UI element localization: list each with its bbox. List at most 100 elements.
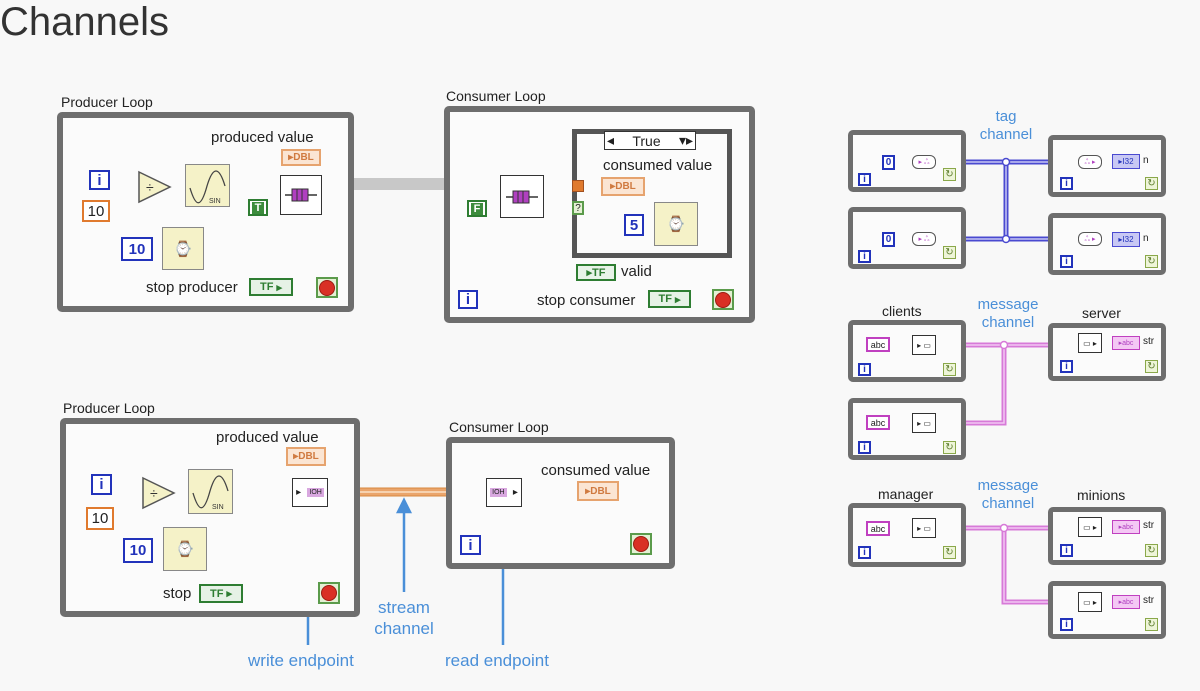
svg-text:SIN: SIN: [212, 504, 224, 511]
str-indicator[interactable]: ▸abc: [1112, 336, 1140, 350]
consumed-value-indicator[interactable]: ▸DBL: [601, 177, 645, 196]
read-endpoint-annotation: read endpoint: [445, 651, 549, 670]
svg-text:SIN: SIN: [209, 198, 221, 205]
string-constant[interactable]: abc: [866, 415, 890, 430]
clients-label: clients: [882, 303, 922, 319]
iteration-terminal: i: [858, 173, 871, 186]
loop-condition-stop-icon: [712, 289, 734, 310]
tag-read-node[interactable]: ஃ ▸: [1078, 155, 1102, 169]
iteration-terminal: i: [458, 290, 478, 309]
write-endpoint-annotation: write endpoint: [248, 651, 354, 670]
write-endpoint-node[interactable]: ▸IOH: [292, 478, 328, 507]
str-label: str: [1143, 520, 1155, 531]
stop-consumer-control[interactable]: TF ▸: [648, 290, 691, 308]
sine-function-icon: SIN: [188, 469, 233, 514]
produced-value-indicator[interactable]: ▸DBL: [281, 149, 321, 166]
case-structure[interactable]: [572, 129, 732, 258]
svg-text:÷: ÷: [150, 485, 158, 501]
true-constant[interactable]: T: [248, 199, 268, 216]
sine-function-icon: SIN: [185, 164, 230, 207]
wait-timer-icon: ⌚: [162, 227, 204, 270]
n-label: n: [1143, 155, 1149, 166]
case-selector-terminal: ?: [572, 201, 584, 215]
manager-label: manager: [878, 486, 934, 502]
false-constant[interactable]: F: [467, 200, 487, 217]
wait-ms-constant[interactable]: 10: [121, 237, 153, 261]
iteration-terminal: i: [1060, 360, 1073, 373]
case-selector[interactable]: ◂True▾▸: [604, 131, 696, 150]
continue-icon: ↻: [1145, 618, 1158, 631]
str-label: str: [1143, 336, 1155, 347]
indicator-label: produced value: [211, 129, 314, 146]
str-indicator[interactable]: ▸abc: [1112, 595, 1140, 609]
tag-writer-constant[interactable]: 0: [882, 232, 895, 247]
indicator-label: consumed value: [541, 462, 651, 479]
message-channel-label-2: channel: [981, 495, 1035, 512]
stop-label: stop: [163, 585, 192, 602]
iteration-terminal: i: [460, 535, 481, 555]
svg-text:÷: ÷: [146, 179, 154, 195]
decrement-arrow-icon[interactable]: ◂: [607, 132, 615, 148]
consumed-value-indicator[interactable]: ▸DBL: [577, 481, 619, 501]
stop-label: stop consumer: [537, 292, 636, 309]
dropdown-arrow-icon[interactable]: ▾▸: [678, 132, 693, 148]
continue-icon: ↻: [1145, 544, 1158, 557]
divide-icon: ÷: [142, 476, 176, 510]
iteration-terminal: i: [1060, 177, 1073, 190]
wait-timer-icon: ⌚: [163, 527, 207, 571]
loop-label: Consumer Loop: [449, 419, 549, 435]
message-read-node[interactable]: ▭ ▸: [1078, 517, 1102, 537]
iteration-terminal: i: [1060, 544, 1073, 557]
continue-icon: ↻: [943, 441, 956, 454]
message-write-node[interactable]: ▸ ▭: [912, 518, 936, 538]
minions-label: minions: [1077, 487, 1126, 503]
indicator-label: produced value: [216, 429, 319, 446]
iteration-terminal: i: [858, 363, 871, 376]
valid-indicator[interactable]: ▸TF: [576, 264, 616, 281]
tag-writer-constant[interactable]: 0: [882, 155, 895, 170]
tag-read-node[interactable]: ஃ ▸: [1078, 232, 1102, 246]
stop-label: stop producer: [146, 279, 238, 296]
stop-producer-control[interactable]: TF ▸: [249, 278, 293, 296]
channel-arrow-icon: [322, 170, 500, 198]
tag-channel-label-1: tag: [995, 108, 1017, 125]
stop-control[interactable]: TF ▸: [199, 584, 243, 603]
continue-icon: ↻: [943, 546, 956, 559]
dequeue-element-icon: [500, 175, 544, 218]
n-label: n: [1143, 233, 1149, 244]
message-read-node[interactable]: ▭ ▸: [1078, 333, 1102, 353]
continue-icon: ↻: [1145, 255, 1158, 268]
wait-ms-constant[interactable]: 5: [624, 214, 644, 236]
read-endpoint-node[interactable]: IOH▸: [486, 478, 522, 507]
message-channel-label-2: channel: [981, 314, 1035, 331]
loop-label: Consumer Loop: [446, 88, 546, 104]
valid-label: valid: [621, 263, 652, 280]
enqueue-element-icon: [280, 175, 322, 215]
message-channel-label-1: message: [977, 477, 1039, 494]
divisor-constant[interactable]: 10: [86, 507, 114, 530]
message-channel-label-1: message: [977, 296, 1039, 313]
tag-channel-label-2: channel: [979, 126, 1033, 143]
tag-write-node[interactable]: ▸ ஃ: [912, 155, 936, 169]
continue-icon: ↻: [1145, 360, 1158, 373]
divisor-constant[interactable]: 10: [82, 200, 110, 222]
tag-write-node[interactable]: ▸ ஃ: [912, 232, 936, 246]
loop-label: Producer Loop: [61, 94, 153, 110]
str-indicator[interactable]: ▸abc: [1112, 520, 1140, 534]
wait-ms-constant[interactable]: 10: [123, 538, 153, 563]
page-title: Channels: [0, 0, 170, 44]
iteration-terminal: i: [1060, 255, 1073, 268]
n-indicator[interactable]: ▸I32: [1112, 232, 1140, 247]
wait-timer-icon: ⌚: [654, 202, 698, 246]
string-constant[interactable]: abc: [866, 337, 890, 352]
iteration-terminal: i: [1060, 618, 1073, 631]
message-write-node[interactable]: ▸ ▭: [912, 335, 936, 355]
produced-value-indicator[interactable]: ▸DBL: [286, 447, 326, 466]
iteration-terminal: i: [89, 170, 110, 190]
tag-writer-loop-1[interactable]: [848, 130, 966, 192]
n-indicator[interactable]: ▸I32: [1112, 154, 1140, 169]
iteration-terminal: i: [858, 441, 871, 454]
message-write-node[interactable]: ▸ ▭: [912, 413, 936, 433]
string-constant[interactable]: abc: [866, 521, 890, 536]
message-read-node[interactable]: ▭ ▸: [1078, 592, 1102, 612]
